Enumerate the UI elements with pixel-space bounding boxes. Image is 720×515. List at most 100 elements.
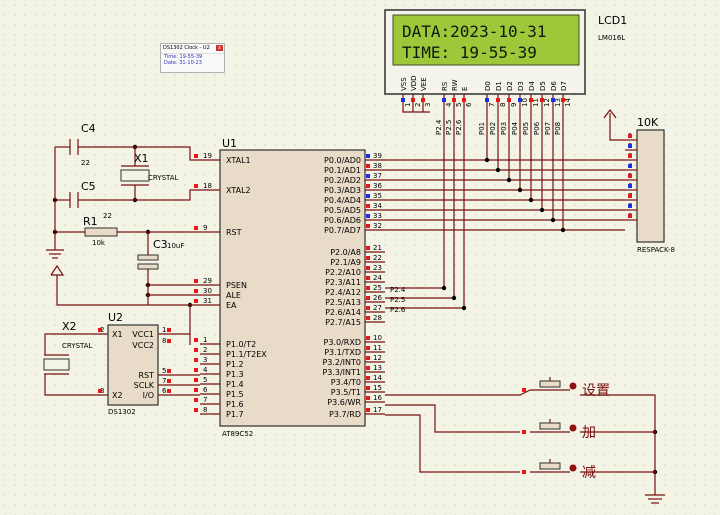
lcd-pin-num: 8 [499, 103, 507, 107]
u1-pin-num: 8 [203, 406, 207, 414]
respack[interactable] [636, 129, 665, 243]
u1-pin-num: 6 [203, 386, 208, 394]
u1-pin-name: P3.2/INT0 [322, 358, 361, 367]
push-button-cap[interactable] [539, 462, 561, 470]
lcd-pin-num: 7 [488, 103, 496, 107]
u1-pin-num: 15 [373, 384, 382, 392]
u2-pin-num: 5 [162, 367, 166, 375]
u1-pin-num: 39 [373, 152, 382, 160]
push-button-cap[interactable] [539, 422, 561, 430]
net-p24: P2.4 [390, 286, 406, 294]
u2-part: DS1302 [108, 408, 136, 416]
lcd-pin-num: 10 [521, 98, 529, 107]
u1-pin-name: P3.3/INT1 [322, 368, 361, 377]
u2-ref: U2 [108, 311, 123, 324]
u1-pin-name: P0.4/AD4 [324, 196, 361, 205]
u1-pin-num: 17 [373, 406, 382, 414]
u1-pin-num: 1 [203, 336, 207, 344]
osc-labels: C4 22 C5 22 X1 CRYSTAL R1 10k C3 10uF [81, 122, 184, 251]
u1-pin-num: 33 [373, 212, 382, 220]
u1-pin-name: P3.6/WR [327, 398, 361, 407]
lcd-pin-name: VSS [400, 77, 408, 91]
u1-pin-num: 30 [203, 287, 212, 295]
u1-part: AT89C52 [222, 430, 253, 438]
u1-microcontroller[interactable] [219, 149, 366, 427]
u2-pin-num: 1 [162, 326, 166, 334]
u1-pin-num: 9 [203, 224, 207, 232]
lcd-net-label: P2.6 [455, 119, 463, 135]
lcd-component[interactable]: DATA:2023-10-31 TIME: 19-55-39 VSS1VDD2V… [384, 9, 586, 107]
r1-value: 10k [92, 239, 106, 247]
p2-net-labels: P2.4 P2.5 P2.6 [390, 286, 406, 314]
u1-pin-num: 14 [373, 374, 382, 382]
u2-rtc[interactable] [107, 324, 159, 406]
u1-pin-name: P0.7/AD7 [324, 226, 361, 235]
lcd-net-label: P08 [554, 122, 562, 135]
u1-pin-num: 35 [373, 192, 382, 200]
u1-pin-name: P1.6 [226, 400, 244, 409]
c5-ref: C5 [81, 180, 96, 193]
c3-value: 10uF [167, 242, 184, 250]
u1-pin-name: P3.4/T0 [331, 378, 361, 387]
lcd-pin-num: 2 [414, 103, 422, 107]
u1-pin-num: 5 [203, 376, 207, 384]
lcd-net-label: P06 [533, 121, 541, 135]
u1-pin-num: 28 [373, 314, 382, 322]
u2-pin-name: SCLK [134, 381, 155, 390]
u1-pin-name: P1.4 [226, 380, 244, 389]
push-button-cap[interactable] [539, 380, 561, 388]
u2-pin-num: 2 [100, 326, 104, 334]
u1-pin-name: P2.7/A15 [325, 318, 361, 327]
u1-pin-name: P2.6/A14 [325, 308, 361, 317]
lcd-pin-name: D3 [517, 81, 525, 91]
lcd-pin-name: D0 [484, 81, 492, 91]
lcd-net-label: P07 [544, 122, 552, 135]
u1-pin-num: 4 [203, 366, 208, 374]
u1-pin-num: 2 [203, 346, 207, 354]
popup-close-button[interactable]: x [216, 45, 223, 51]
u2-pin-name: X1 [112, 330, 123, 339]
lcd-model: LM016L [598, 34, 625, 42]
lcd-net-label: P02 [489, 122, 497, 135]
x2-ref: X2 [62, 320, 77, 333]
respack-part: RESPACK-8 [637, 246, 675, 254]
u2-pin-name: I/O [143, 391, 154, 400]
lcd-pin-name: D2 [506, 81, 514, 91]
lcd-net-label: P04 [511, 121, 519, 135]
c4-ref: C4 [81, 122, 96, 135]
x2-value: CRYSTAL [62, 342, 93, 350]
u2-wiring [43, 305, 200, 396]
c5-value: 22 [103, 212, 112, 220]
u1-pin-num: 27 [373, 304, 382, 312]
button-label: 加 [582, 425, 596, 441]
u1-pin-name: P0.2/AD2 [324, 176, 361, 185]
u1-pin-num: 25 [373, 284, 382, 292]
lcd-pin-name: RS [441, 81, 449, 91]
lcd-pin-name: RW [451, 79, 459, 91]
u1-pin-num: 31 [203, 297, 212, 305]
u1-pin-num: 34 [373, 202, 382, 210]
u1-pin-num: 3 [203, 356, 207, 364]
lcd-pin-name: D6 [550, 81, 558, 91]
u1-pin-num: 37 [373, 172, 382, 180]
popup-time: Time: 19-55-39 [164, 54, 203, 60]
u1-pin-name: XTAL1 [226, 156, 251, 165]
u2-pin-name: RST [138, 371, 154, 380]
u1-pin-name: P2.4/A12 [325, 288, 361, 297]
ds1302-clock-popup[interactable]: DS1302 Clock - U2 x Time: 19-55-39 Date:… [160, 43, 225, 73]
u1-pin-name: P0.3/AD3 [324, 186, 361, 195]
r1-ref: R1 [83, 215, 98, 228]
u1-right-pins: 39P0.0/AD038P0.1/AD137P0.2/AD236P0.3/AD3… [322, 152, 385, 419]
popup-date: Date: 31-10-23 [164, 60, 202, 66]
u1-pin-name: P1.3 [226, 370, 244, 379]
u1-pin-name: P0.6/AD6 [324, 216, 361, 225]
u1-pin-name: P3.1/TXD [324, 348, 361, 357]
oscillator-circuit [46, 139, 200, 306]
u1-pin-name: P2.3/A11 [325, 278, 361, 287]
net-p25: P2.5 [390, 296, 405, 304]
p0-bus-wires [385, 159, 625, 309]
